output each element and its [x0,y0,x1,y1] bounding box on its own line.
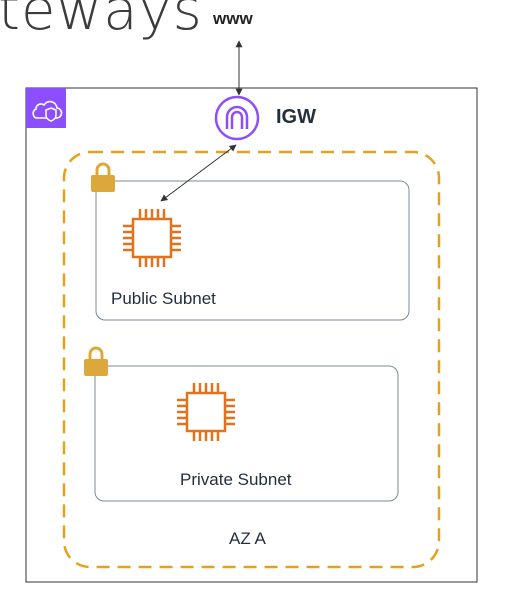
private-ec2-instance-icon [177,383,235,441]
vpc-cloud-icon [26,88,66,128]
igw-label: IGW [276,106,316,128]
public-subnet-label: Public Subnet [111,289,216,308]
private-subnet-label: Private Subnet [180,470,292,489]
private-subnet-lock-icon [84,346,108,376]
slide-title: teways [0,0,203,43]
public-subnet-lock-icon [91,162,115,192]
vpc-frame [25,87,478,583]
public-subnet-box [95,180,410,321]
private-subnet-box [94,365,399,502]
internet-gateway-icon [214,95,260,141]
igw-instance-arrow [160,144,237,202]
public-ec2-instance-icon [123,209,181,267]
www-label: www [213,9,253,28]
availability-zone-label: AZ A [229,529,266,548]
availability-zone-boundary [62,150,441,569]
